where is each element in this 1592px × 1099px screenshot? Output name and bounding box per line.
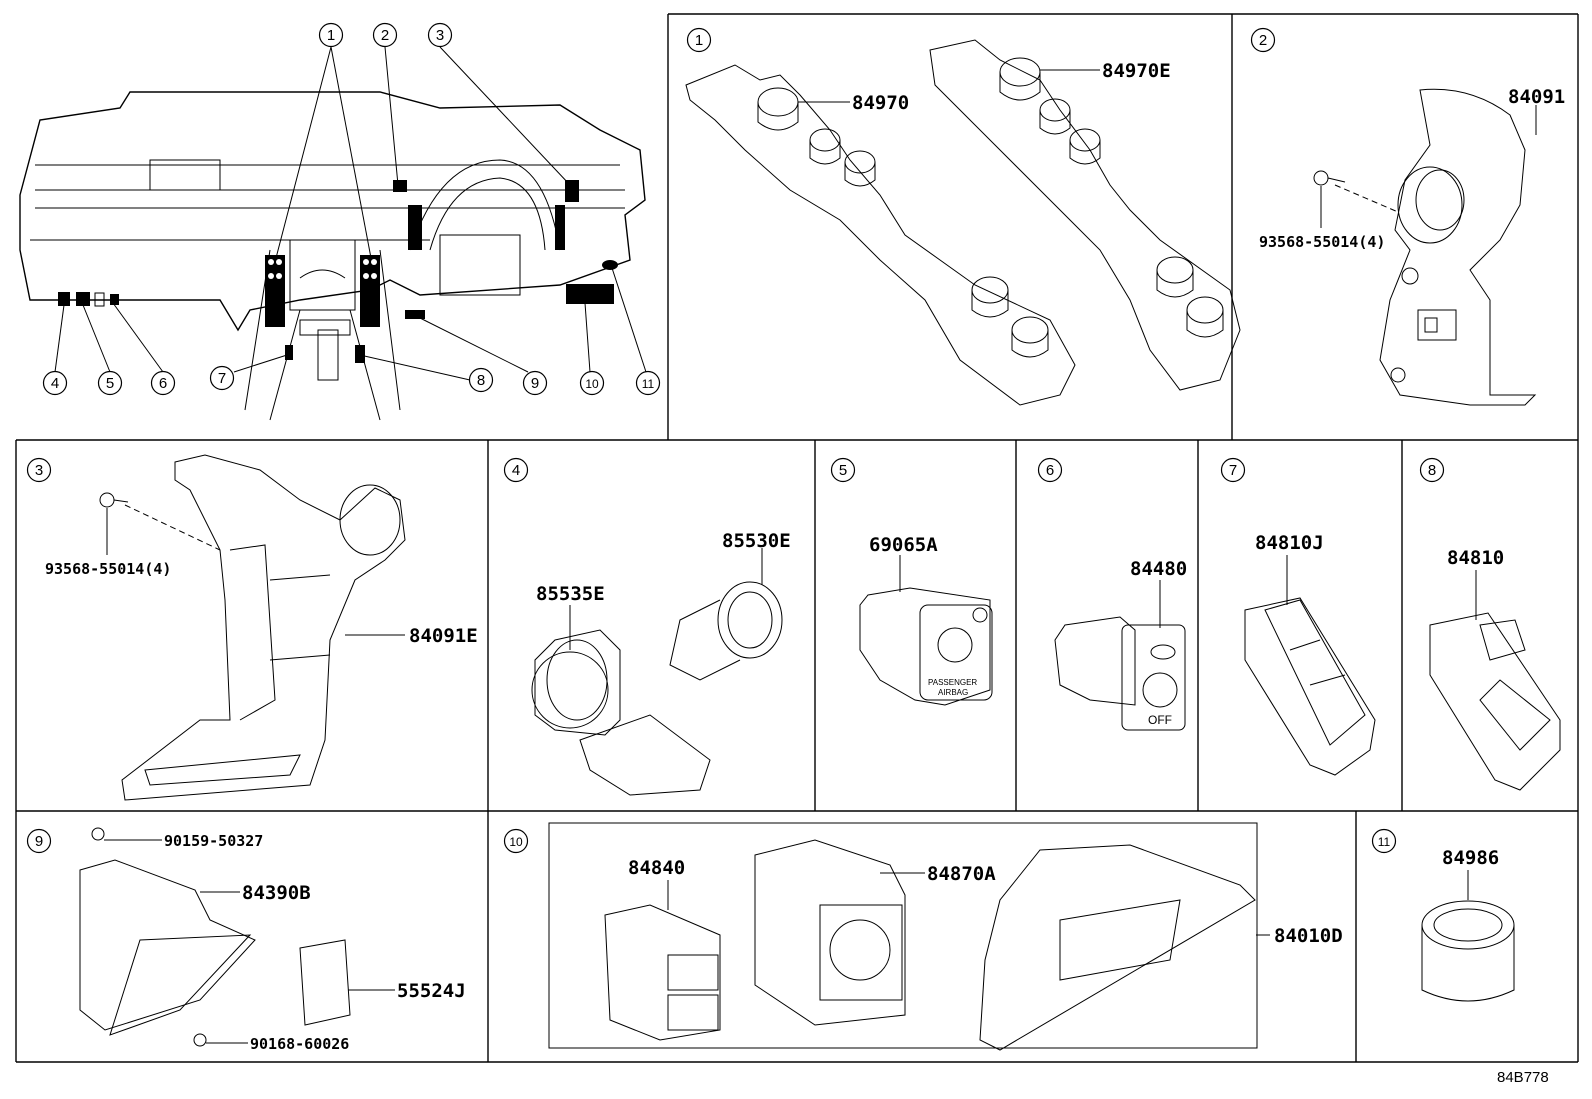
label-off: OFF (1148, 713, 1172, 727)
part-84010D: 84010D (1274, 925, 1343, 947)
part-84810J: 84810J (1255, 532, 1324, 554)
part-84810: 84810 (1447, 547, 1504, 569)
callout-5: 5 (106, 375, 114, 392)
callout-4: 4 (51, 375, 59, 392)
panel-6-callout: 6 (1046, 462, 1054, 479)
panel-1-callout: 1 (695, 32, 703, 49)
part-55524J: 55524J (397, 980, 466, 1002)
label-passenger: PASSENGER (928, 678, 977, 687)
grid-frame (15, 13, 1579, 1063)
part-84840: 84840 (628, 857, 685, 879)
part-84870A: 84870A (927, 863, 996, 885)
part-84390B: 84390B (242, 882, 311, 904)
part-85530E: 85530E (722, 530, 791, 552)
panel-11: 11 84986 (1371, 828, 1515, 1002)
part-90168-60026: 90168-60026 (250, 1035, 349, 1053)
callout-6: 6 (159, 375, 167, 392)
dashboard-overview (19, 46, 647, 421)
panel-4: 4 85530E 85535E (503, 457, 791, 796)
label-airbag: AIRBAG (938, 688, 968, 697)
part-90159-50327: 90159-50327 (164, 832, 263, 850)
part-84986: 84986 (1442, 847, 1499, 869)
panel-5: 5 PASSENGER AIRBAG 69065A (830, 457, 993, 706)
part-93568-55014-a: 93568-55014(4) (1259, 233, 1385, 251)
diagram-ref: 84B778 (1497, 1069, 1549, 1086)
part-84091-a: 84091 (1508, 86, 1565, 108)
part-84480: 84480 (1130, 558, 1187, 580)
callout-8: 8 (477, 372, 485, 389)
panel-9-callout: 9 (35, 833, 43, 850)
panel-2-callout: 2 (1259, 32, 1267, 49)
panel-10: 10 84840 84870A 84010D (503, 828, 1343, 1051)
callout-9: 9 (531, 375, 539, 392)
part-69065A: 69065A (869, 534, 938, 556)
panel-8: 8 84810 (1419, 457, 1561, 791)
callout-2: 2 (381, 27, 389, 44)
panel-2: 2 84091 93568-55014(4) (1250, 27, 1565, 406)
panel-1: 1 84970 84970E (685, 27, 1241, 406)
part-84091E: 84091E (409, 625, 478, 647)
panel-9: 9 90159-50327 84390B 55524J 90168-60026 (26, 827, 466, 1053)
callout-11: 11 (642, 377, 655, 391)
panel-4-callout: 4 (512, 462, 520, 479)
panel-3-callout: 3 (35, 462, 43, 479)
part-85535E: 85535E (536, 583, 605, 605)
callout-1: 1 (327, 27, 335, 44)
panel-11-callout: 11 (1378, 835, 1391, 849)
part-84970E: 84970E (1102, 60, 1171, 82)
callout-7: 7 (218, 370, 226, 387)
overview-callouts: 1 2 3 4 5 6 7 8 9 10 11 (42, 22, 661, 396)
part-93568-55014-b: 93568-55014(4) (45, 560, 171, 578)
panel-5-callout: 5 (839, 462, 847, 479)
panel-8-callout: 8 (1428, 462, 1436, 479)
panel-7: 7 84810J (1220, 457, 1376, 776)
callout-3: 3 (436, 27, 444, 44)
panel-7-callout: 7 (1229, 462, 1237, 479)
panel-6: 6 OFF 84480 (1037, 457, 1187, 731)
part-84970: 84970 (852, 92, 909, 114)
panel-10-callout: 10 (509, 835, 523, 849)
panel-3: 3 93568-55014(4) 84091E (26, 454, 478, 801)
callout-10: 10 (585, 377, 599, 391)
